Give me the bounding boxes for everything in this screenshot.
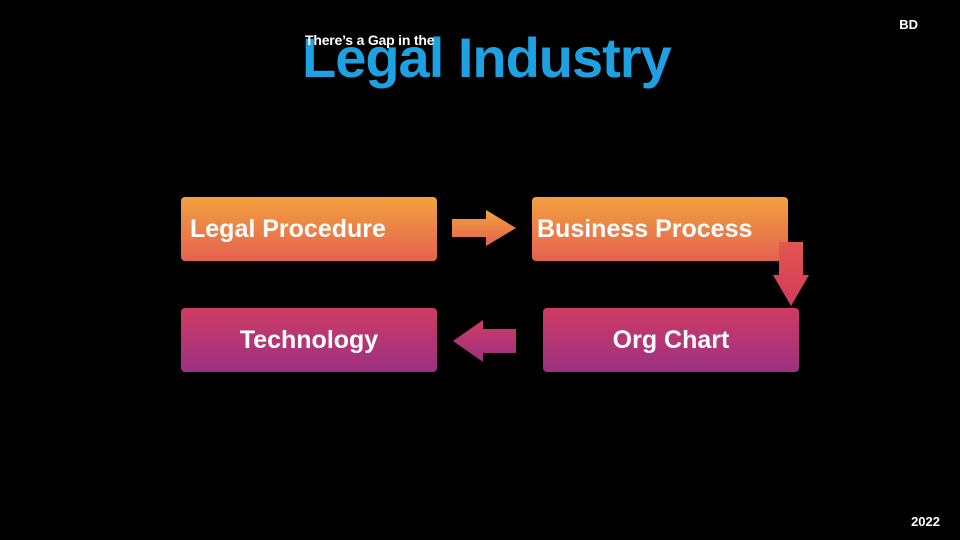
node-business-process: Business Process xyxy=(532,197,788,261)
node-technology: Technology xyxy=(181,308,437,372)
node-org-chart: Org Chart xyxy=(543,308,799,372)
corner-year: 2022 xyxy=(911,514,940,529)
slide-title: Legal Industry xyxy=(302,26,672,89)
arrow-left-icon xyxy=(453,320,516,362)
node-legal-procedure: Legal Procedure xyxy=(181,197,437,261)
corner-initials: BD xyxy=(899,17,918,32)
arrow-right-icon xyxy=(452,210,516,246)
slide-subtitle: There’s a Gap in the xyxy=(305,32,435,48)
